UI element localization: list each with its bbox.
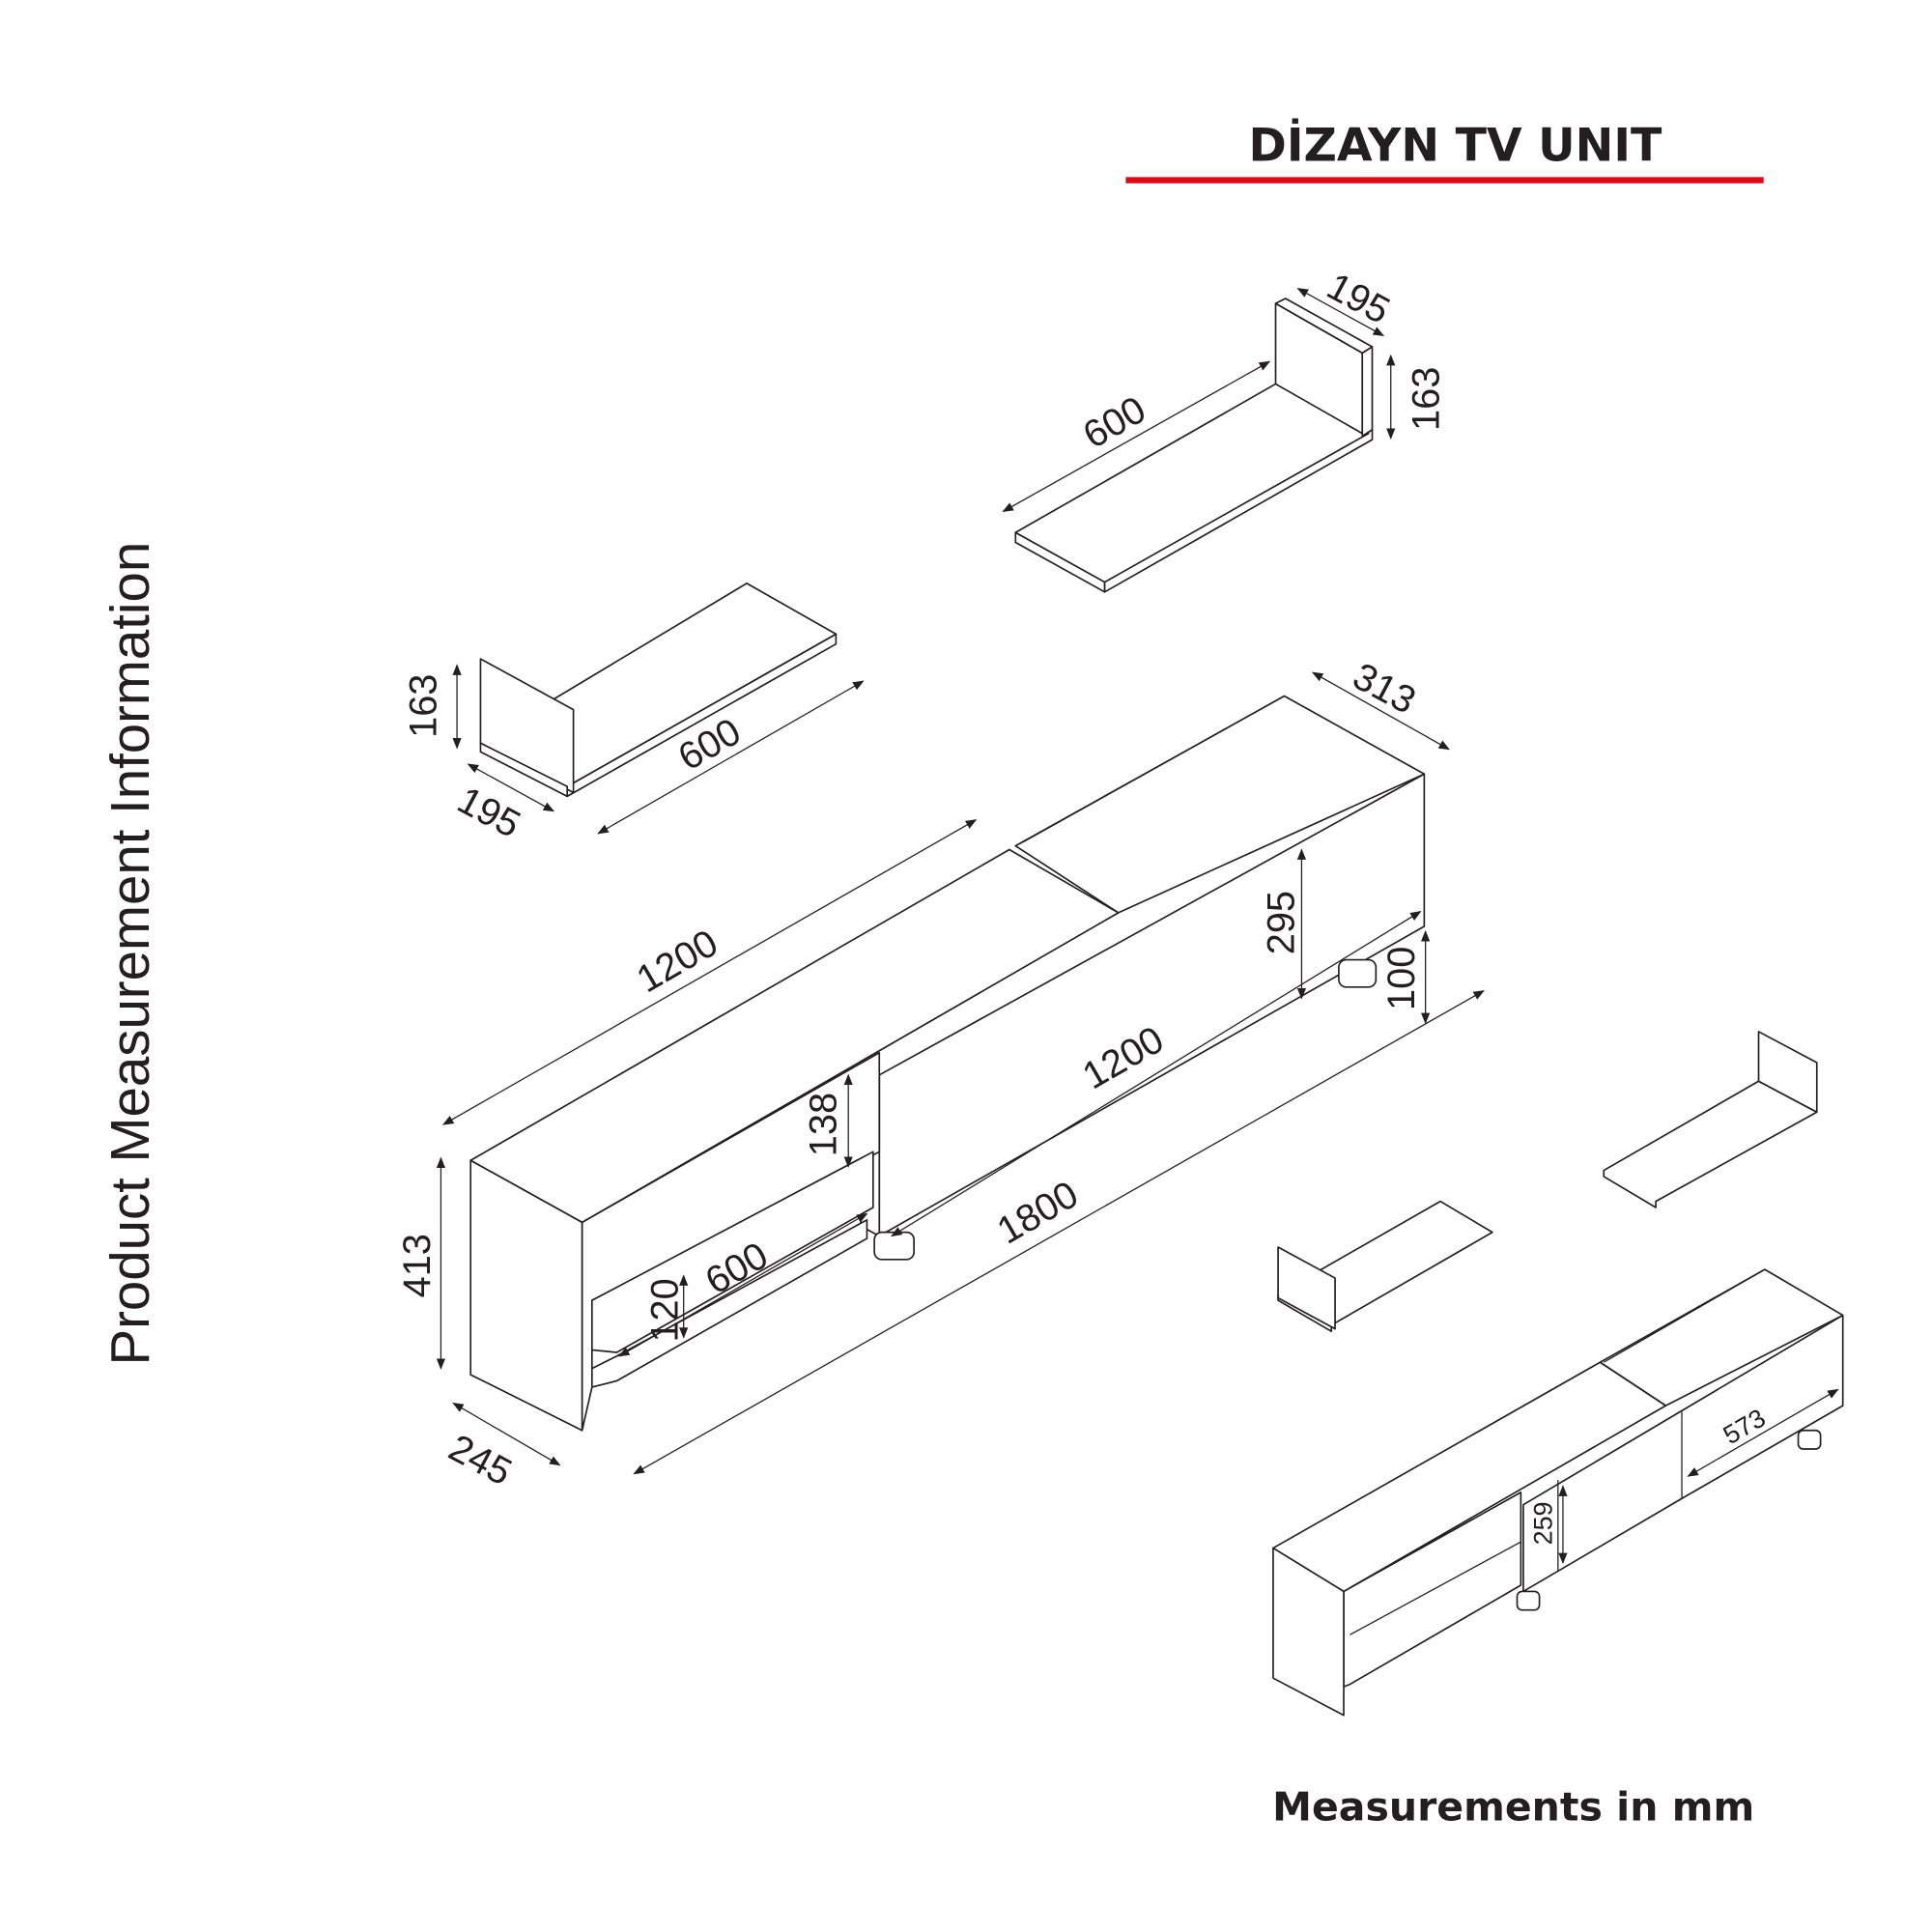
dim-label: 1200	[630, 922, 725, 1001]
title-underline	[1125, 177, 1764, 184]
tv-unit	[469, 695, 1426, 1432]
dim-label: 413	[396, 1234, 439, 1297]
dim-label: 295	[1261, 891, 1303, 954]
dim-label: 195	[451, 779, 527, 846]
dim-label: 138	[802, 1093, 844, 1156]
dim-label: 163	[402, 674, 444, 738]
preview-shelves	[1277, 1031, 1818, 1333]
footer: Measurements in mm	[1272, 1784, 1754, 1831]
dim-label: 259	[1528, 1501, 1557, 1545]
left-wall-shelf	[479, 582, 838, 798]
dim-label: 313	[1346, 655, 1422, 723]
side-label: Product Measurement Information	[99, 542, 160, 1366]
dim-label: 245	[442, 1427, 519, 1494]
top-wall-shelf	[1014, 298, 1374, 593]
preview-unit	[1272, 1268, 1844, 1717]
title: DİZAYN TV UNIT	[1248, 118, 1662, 173]
dim-label: 600	[1076, 388, 1152, 457]
dim-label: 120	[643, 1278, 686, 1342]
dim-label: 163	[1406, 367, 1448, 431]
dim-label: 195	[1321, 265, 1397, 332]
dim-label: 100	[1380, 947, 1423, 1010]
dim-label: 1800	[990, 1173, 1086, 1252]
